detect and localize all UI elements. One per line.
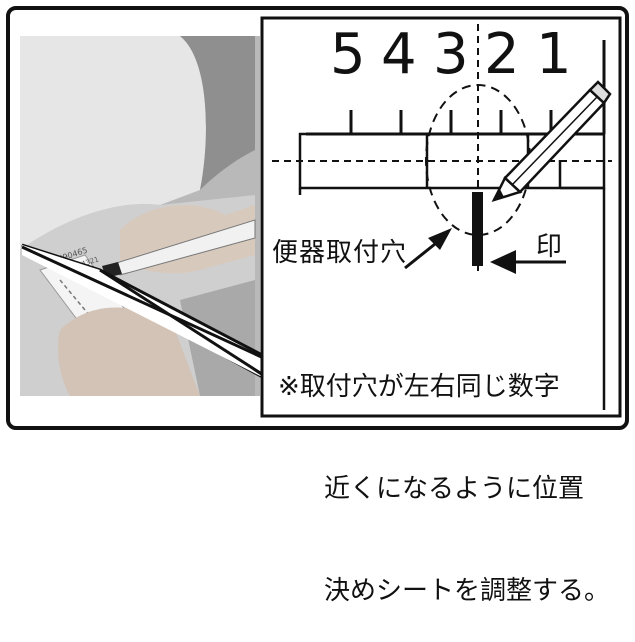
scale-digit: 5 [330, 22, 366, 87]
scale-digit: 1 [536, 22, 572, 87]
label-toilet-mount-hole: 便器取付穴 [272, 238, 408, 268]
mark-line [472, 192, 483, 266]
scale-digit: 2 [484, 22, 520, 87]
pencil-icon [491, 80, 612, 203]
arrow-to-mark [490, 250, 566, 274]
scale-digit: 3 [433, 22, 469, 87]
note-line-2: 近くになるように位置 [324, 474, 585, 504]
diagram-canvas: H90465 54321 [6, 6, 629, 430]
note-line-1: ※取付穴が左右同じ数字 [278, 372, 560, 402]
note-line-3: 決めシートを調整する。 [324, 576, 611, 606]
detail-panel [260, 16, 622, 418]
scale-digit: 4 [381, 22, 417, 87]
instruction-note: ※取付穴が左右同じ数字 近くになるように位置 決めシートを調整する。 [278, 302, 610, 642]
arrow-to-hole [404, 228, 452, 270]
label-mark: 印 [536, 232, 563, 262]
installation-photo: H90465 54321 [20, 36, 260, 396]
